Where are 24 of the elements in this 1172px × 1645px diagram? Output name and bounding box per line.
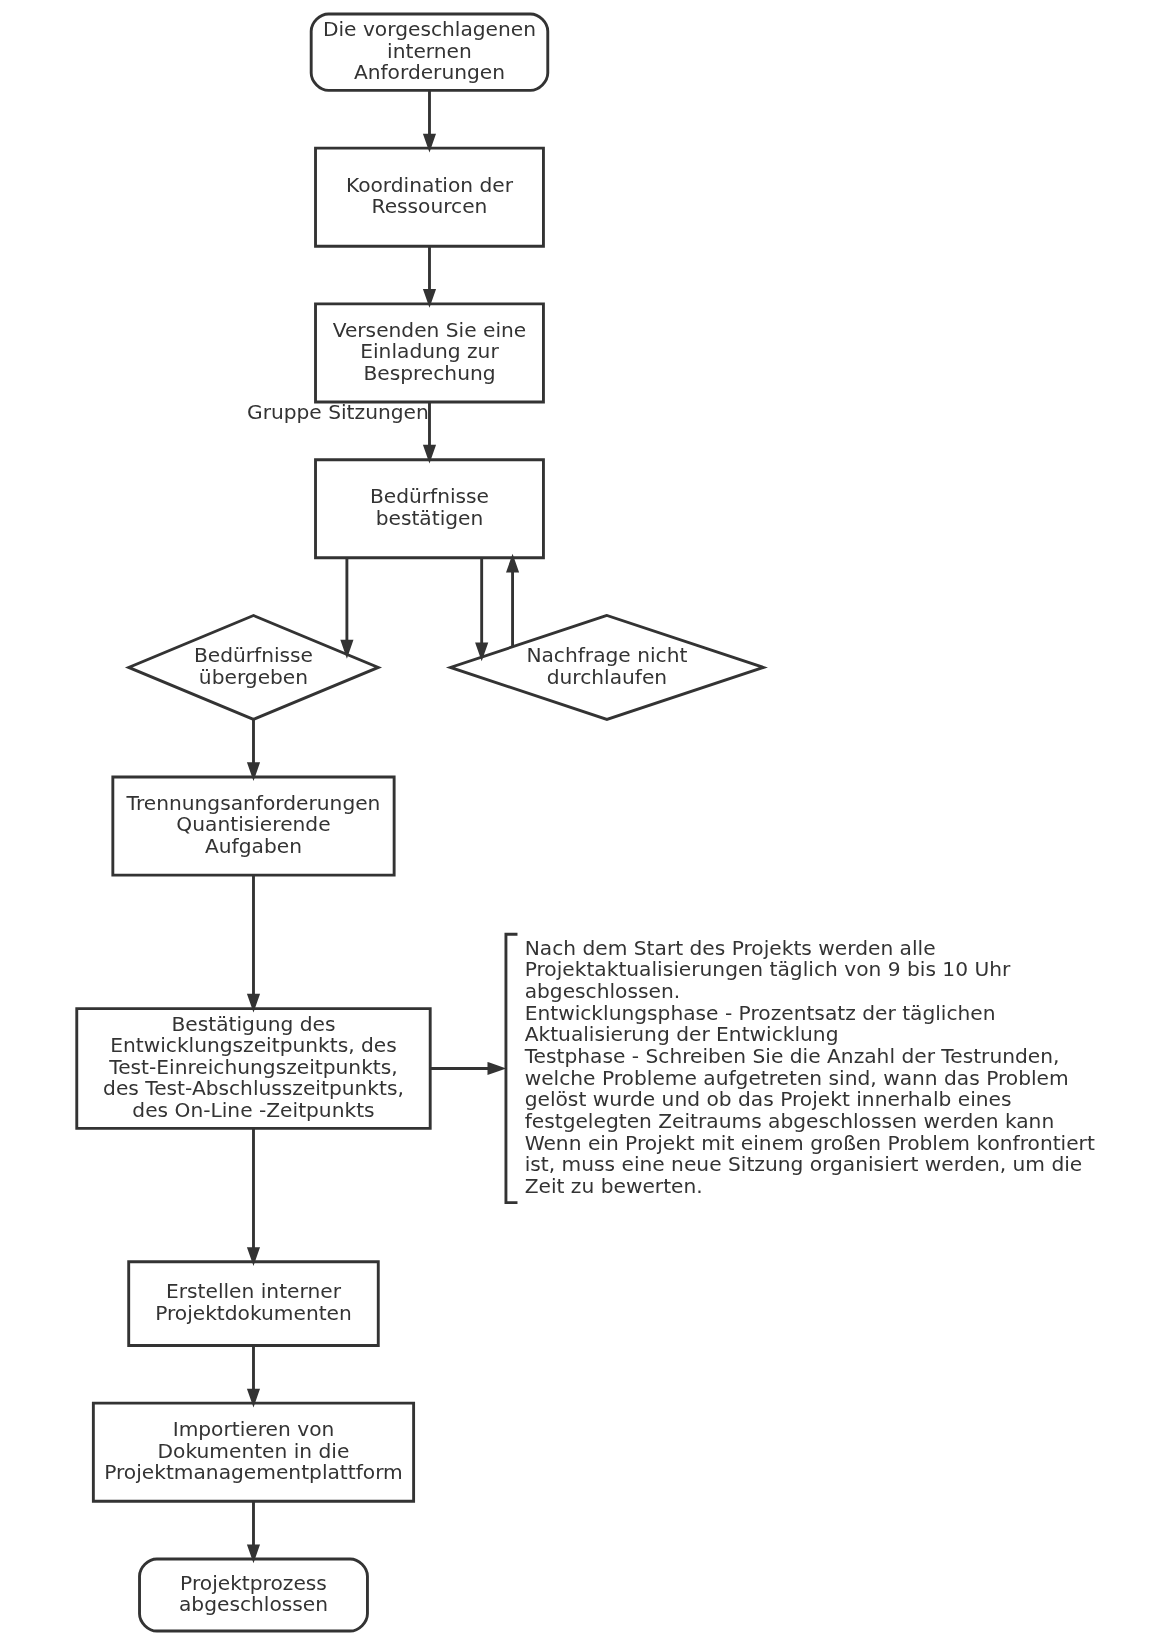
arrow xyxy=(475,558,489,662)
node-box: Die vorgeschlagenen internen Anforderungen xyxy=(309,12,550,92)
node-diamond: Bedürfnisse übergeben xyxy=(124,613,383,721)
node-diamond: Nachfrage nicht durchlaufen xyxy=(445,613,768,721)
arrow xyxy=(422,402,437,464)
arrow xyxy=(246,875,261,1013)
node-box: Trennungsanforderungen Quantisierende Aufgaben xyxy=(111,775,396,877)
arrow xyxy=(340,558,354,659)
arrow xyxy=(246,1345,261,1408)
node-box: Versenden Sie eine Einladung zur Besprechung xyxy=(314,302,545,404)
arrow xyxy=(430,1061,507,1076)
arrow xyxy=(505,553,520,647)
arrow xyxy=(422,246,437,308)
node-box: Bedürfnisse bestätigen xyxy=(314,458,545,560)
node-text: Nach dem Start des Projekts werden alle Projektaktualisierungen täglich von 9 bis 10 Uhr abgeschlossen. Entwicklungsphase - Prozentsatz der täglichen Aktualisierung der Entwicklung Testphase - Schreiben Sie die Anzahl der Testrunden, welche Probleme aufgetreten sind, wann das Problem gelöst wurde und ob das Projekt innerhalb eines festgelegten Zeitraums abgeschlossen werden kann Wenn ein Projekt mit einem großen Problem konfrontiert ist, muss eine neue Sitzung organisiert werden, um die Zeit zu bewerten. xyxy=(524,935,1095,1198)
node-box: Erstellen interner Projektdokumenten xyxy=(127,1260,380,1347)
arrow xyxy=(246,1501,261,1564)
arrow xyxy=(422,90,437,153)
node-box: Bestätigung des Entwicklungszeitpunkts, des Test-Einreichungszeitpunkts, des Test-Abschlusszeitpunkts, des On-Line -Zeitpunkts xyxy=(75,1007,432,1130)
arrow xyxy=(246,1128,261,1266)
arrow xyxy=(246,719,261,782)
node-box: Importieren von Dokumenten in die Projektmanagementplattform xyxy=(91,1401,416,1503)
node-box: Projektprozess abgeschlossen xyxy=(138,1557,369,1633)
node-box: Koordination der Ressourcen xyxy=(314,146,545,248)
